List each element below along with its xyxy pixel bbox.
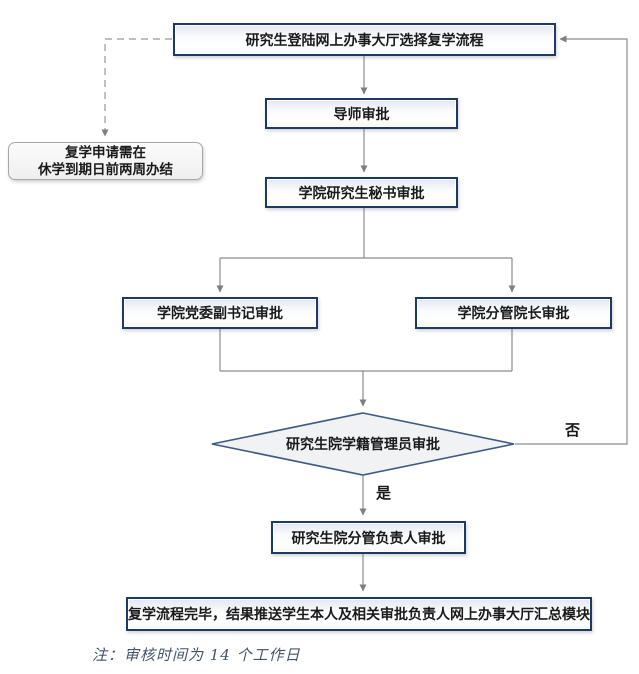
annotation-line2: 休学到期日前两周办结 <box>38 162 173 177</box>
node-end: 复学流程完毕，结果推送学生本人及相关审批负责人网上办事大厅汇总模块 <box>126 597 592 631</box>
arrow-decision-no-to-start <box>515 35 628 445</box>
branch-label-yes: 是 <box>376 485 392 502</box>
node-dean-approval: 学院分管院长审批 <box>415 297 612 329</box>
review-time-note: 注：审核时间为 14 个工作日 <box>92 646 301 664</box>
annotation-line1: 复学申请需在 <box>65 145 146 160</box>
branch-label-no: 否 <box>565 422 581 439</box>
node-secretary-approval: 学院研究生秘书审批 <box>265 177 458 208</box>
dashed-link-start-to-annotation <box>101 38 172 137</box>
node-decision-registrar-approval: 研究生院学籍管理员审批 <box>286 436 440 452</box>
node-start: 研究生登陆网上办事大厅选择复学流程 <box>173 23 556 56</box>
node-lead-approval: 研究生院分管负责人审批 <box>271 521 466 554</box>
node-deputy-secretary-approval: 学院党委副书记审批 <box>122 297 318 329</box>
annotation-deadline: 复学申请需在 休学到期日前两周办结 <box>8 142 203 180</box>
node-advisor-approval: 导师审批 <box>265 98 458 129</box>
decision-diamond <box>211 412 515 476</box>
